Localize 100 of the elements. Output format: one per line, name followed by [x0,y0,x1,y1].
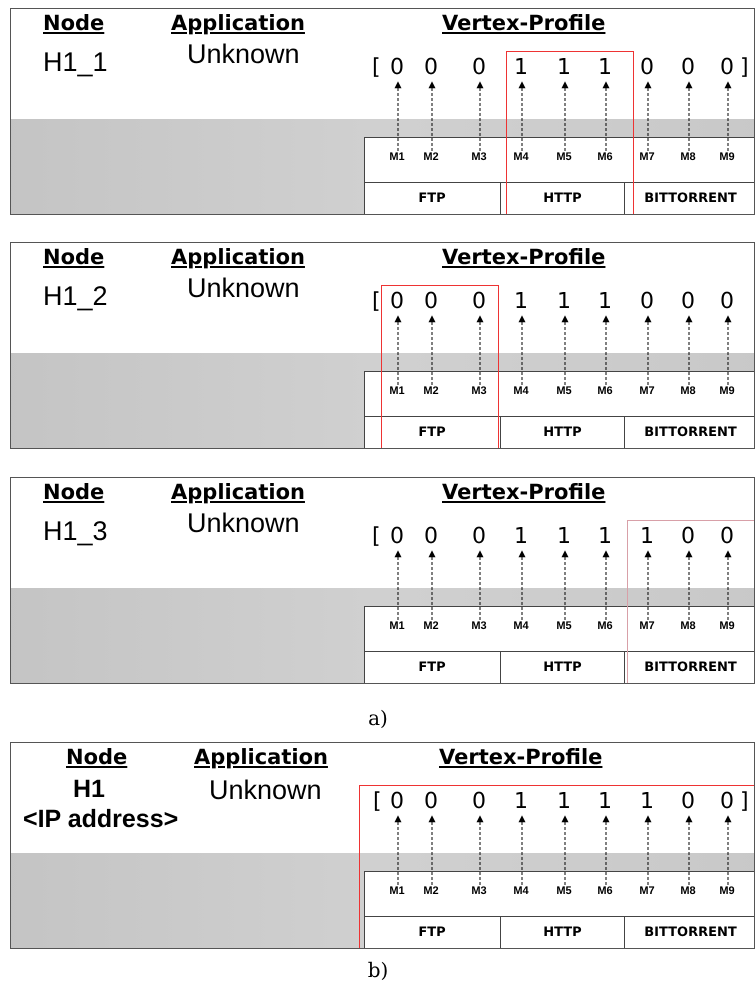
group-cell-text: FTP [417,924,447,942]
group-cell-text: FTP [417,424,447,442]
metric-label: M2 [423,885,439,897]
metric-label: M9 [719,620,735,632]
profile-value: 0 [720,524,734,549]
node-address: <IP address> [23,805,178,834]
profile-value: 0 [681,789,695,814]
application-value: Unknown [187,508,300,539]
panel-caption: b) [368,958,388,982]
arrow [602,81,610,152]
profile-value: 1 [557,55,571,80]
metric-label: M6 [597,885,613,897]
arrow [724,81,732,152]
application-value: Unknown [187,273,300,304]
column-header: Application [194,745,328,769]
application-value: Unknown [209,775,322,806]
profile-value: 1 [598,524,612,549]
metric-label: M5 [556,151,572,163]
profile-value: 0 [390,289,404,314]
bracket: [ [372,289,381,314]
metric-label: M1 [389,620,405,632]
node-name: H1_1 [43,47,108,78]
arrow [562,815,568,886]
profile-value: 0 [472,289,486,314]
metric-label: M2 [423,620,439,632]
profile-value: 0 [681,289,695,314]
group-cell: HTTP [500,652,624,683]
metric-label: M4 [513,885,529,897]
column-header: Node [43,11,104,35]
arrow [724,550,732,620]
metric-label: M5 [556,385,572,397]
arrow [394,315,402,386]
profile-value: 1 [640,789,654,814]
arrow [686,315,692,386]
metric-label: M7 [639,151,655,163]
metric-label: M7 [639,885,655,897]
metric-label: M1 [389,885,405,897]
metric-label: M8 [680,885,696,897]
profile-value: 0 [472,789,486,814]
arrow [394,815,402,886]
node-name: H1_3 [43,516,108,547]
group-cell: BITTORRENT [624,917,754,948]
arrow [686,815,692,886]
column-header: Application [171,11,305,35]
profile-value: 0 [720,55,734,80]
metric-label: M2 [423,385,439,397]
group-cell-text: FTP [417,659,447,677]
arrow [394,81,402,152]
arrow [686,550,692,620]
arrow [394,550,402,620]
arrow [518,550,526,620]
profile-value: 0 [640,289,654,314]
arrow [686,81,692,152]
profile-value: 1 [557,524,571,549]
arrow [476,815,484,886]
node-name: H1_2 [43,281,108,312]
metric-label: M6 [597,385,613,397]
profile-value: 1 [598,289,612,314]
arrow [644,315,652,386]
metric-label: M5 [556,885,572,897]
profile-value: 0 [472,524,486,549]
arrow [428,315,436,386]
bracket: [ [373,789,382,814]
metric-label: M2 [423,151,439,163]
arrow [562,315,568,386]
column-header: Vertex-Profile [442,480,606,504]
arrow [428,815,436,886]
profile-value: 1 [514,55,528,80]
metric-label: M3 [471,151,487,163]
metric-label: M6 [597,151,613,163]
profile-value: 0 [640,55,654,80]
profile-value: 0 [681,55,695,80]
profile-value: 1 [598,55,612,80]
profile-value: 1 [514,289,528,314]
metric-label: M5 [556,620,572,632]
column-header: Node [43,480,104,504]
metric-label: M9 [719,885,735,897]
arrow [602,550,610,620]
arrow [602,315,610,386]
profile-value: 0 [720,289,734,314]
group-cell: HTTP [500,183,624,214]
arrow [518,81,526,152]
arrow [562,81,568,152]
metric-label: M7 [639,385,655,397]
profile-value: 0 [424,289,438,314]
group-cell-text: FTP [417,190,447,208]
metric-label: M8 [680,620,696,632]
column-header: Vertex-Profile [442,245,606,269]
profile-value: 0 [424,789,438,814]
metric-label: M4 [513,385,529,397]
bracket: [ [372,55,381,80]
metric-label: M3 [471,885,487,897]
arrow [518,815,526,886]
profile-value: 0 [472,55,486,80]
application-value: Unknown [187,39,300,70]
profile-value: 1 [514,524,528,549]
profile-value: 1 [557,789,571,814]
profile-value: 0 [681,524,695,549]
arrow [518,315,526,386]
column-header: Node [43,245,104,269]
